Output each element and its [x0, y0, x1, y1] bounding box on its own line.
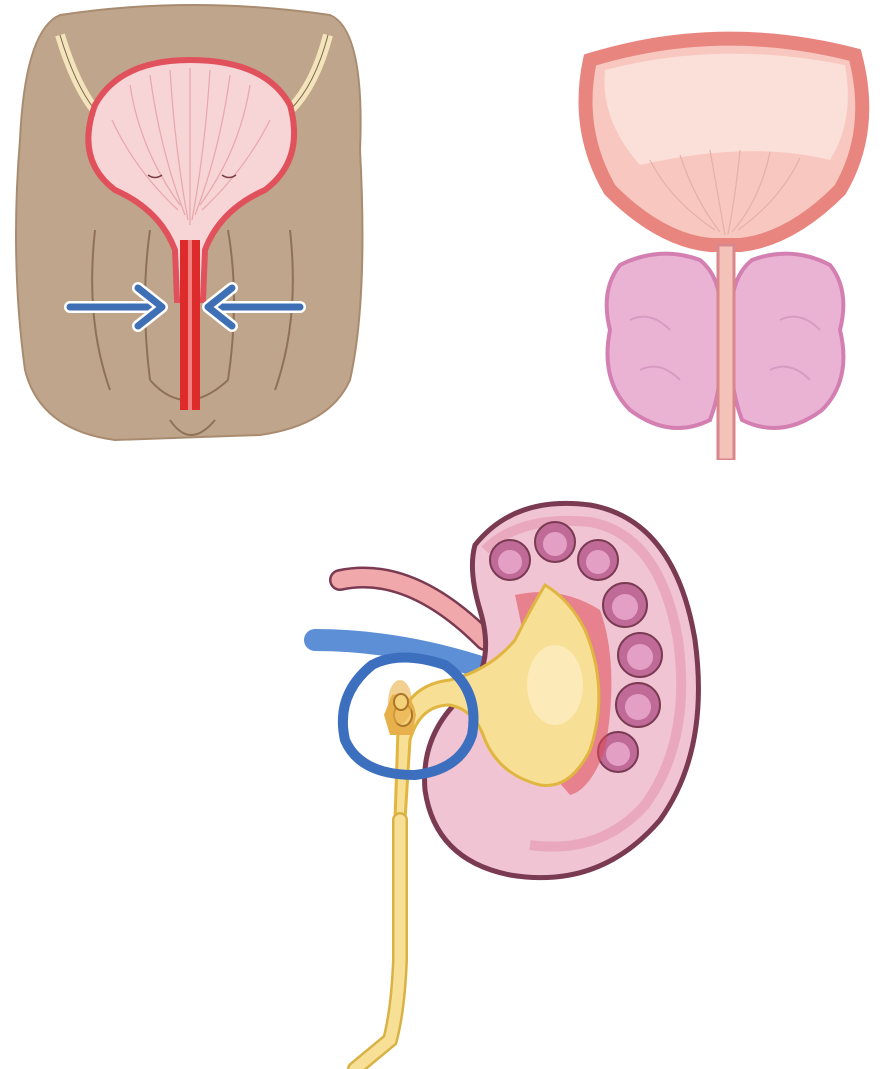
urethral-stricture-illustration: [0, 0, 380, 460]
kidney-ureter-stone-illustration: [300, 490, 720, 1069]
urethra: [718, 245, 734, 460]
enlarged-prostate-illustration: [560, 20, 894, 460]
